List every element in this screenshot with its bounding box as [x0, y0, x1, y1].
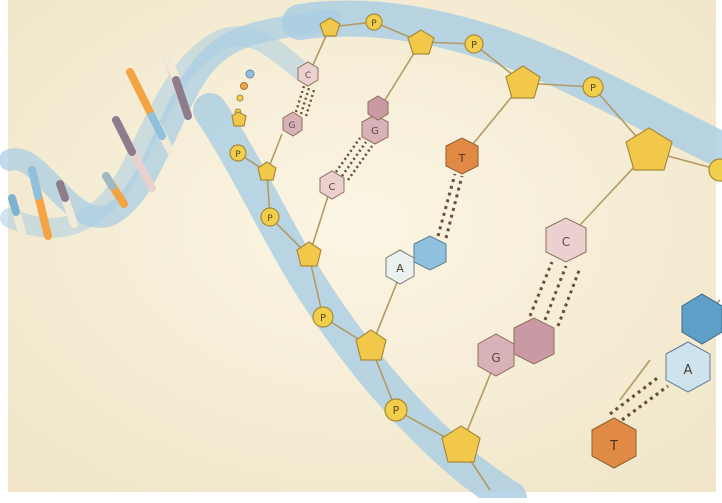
phosphate-label: P [235, 150, 241, 160]
phosphate-label: P [267, 214, 273, 224]
thymine-label: T [609, 439, 618, 454]
phosphate: P [385, 399, 407, 421]
white-border-left [0, 0, 8, 498]
thymine-label: T [458, 152, 466, 165]
phosphate: P [465, 35, 483, 53]
phosphate-label: P [320, 313, 326, 324]
phosphate: P [313, 307, 333, 327]
phosphate: P [261, 208, 279, 226]
phosphate-label: P [471, 40, 477, 51]
cytosine-label: C [562, 235, 570, 249]
phosphate: P [366, 14, 382, 30]
cytosine-label: C [329, 182, 336, 193]
rod [60, 184, 65, 198]
white-border-right [716, 0, 722, 498]
guanine-ring-b [514, 318, 554, 364]
phosphate: P [583, 77, 603, 97]
tiny-atom [246, 70, 254, 78]
guanine-label: G [371, 126, 379, 137]
adenine-label: A [684, 363, 693, 378]
tiny-atom [237, 95, 243, 101]
phosphate-label: P [393, 404, 400, 417]
cytosine-label: C [305, 71, 311, 81]
guanine-label: G [289, 121, 296, 131]
phosphate-label: P [590, 83, 596, 94]
white-border-bottom [0, 492, 722, 498]
tiny-atom [241, 83, 248, 90]
guanine-label: G [491, 351, 500, 365]
phosphate: P [230, 145, 246, 161]
rod [106, 176, 112, 186]
phosphate-label: P [371, 19, 377, 29]
adenine-label: A [396, 262, 404, 275]
rod [12, 198, 16, 212]
adenine-ring-b [414, 236, 446, 270]
